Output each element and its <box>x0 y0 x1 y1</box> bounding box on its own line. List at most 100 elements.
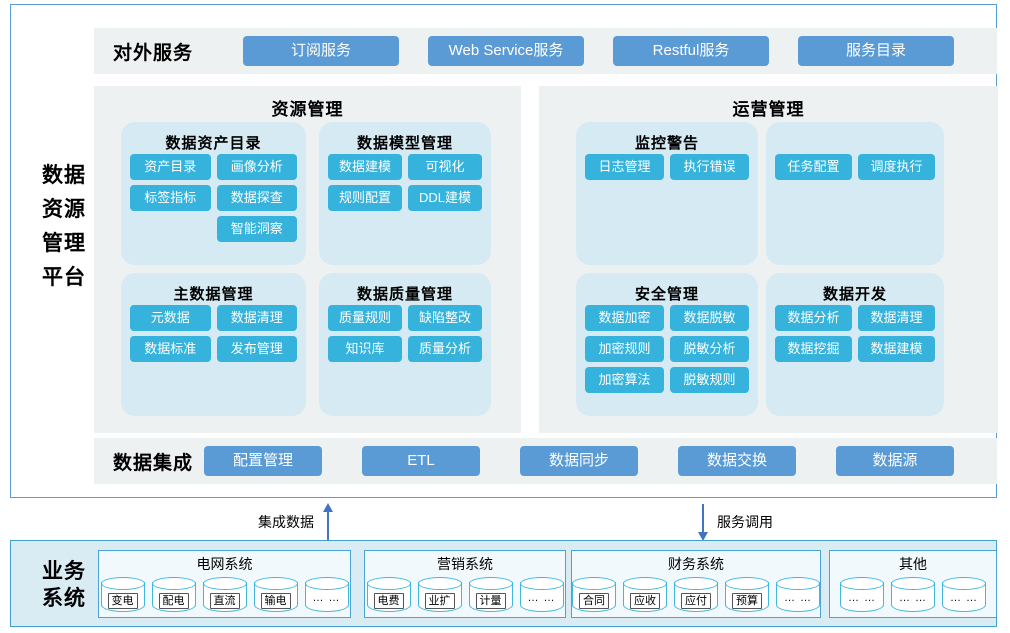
database-label: 计量 <box>475 593 506 609</box>
service-call-flow-label: 服务调用 <box>717 514 773 530</box>
database-cylinder-icon: … … <box>304 577 349 613</box>
database-label: … … <box>527 592 556 604</box>
subpanel-task-scheduling: 任务配置调度执行 <box>766 122 944 265</box>
external-service-button[interactable]: 服务目录 <box>798 36 955 66</box>
module-button[interactable]: 调度执行 <box>858 154 935 180</box>
system-box-other: 其他 … … … … … … <box>829 550 997 618</box>
database-label: 业扩 <box>424 593 455 609</box>
module-button[interactable]: 智能洞察 <box>216 216 297 242</box>
module-button[interactable]: DDL建模 <box>408 185 482 211</box>
subpanel-master-data-management: 主数据管理 元数据数据清理数据标准发布管理 <box>121 273 306 416</box>
platform-title-line: 管理 <box>42 232 86 255</box>
integration-button[interactable]: 数据交换 <box>678 446 797 476</box>
database-label: 应付 <box>681 593 711 609</box>
database-label: 应收 <box>630 593 660 609</box>
subpanel-monitoring-alerts: 监控警告 日志管理执行错误 <box>576 122 758 265</box>
module-button[interactable]: 发布管理 <box>216 336 297 362</box>
resource-management-section: 资源管理 数据资产目录 资产目录画像分析标签指标数据探查智能洞察 数据模型管理 … <box>94 86 521 433</box>
system-box-power-grid: 电网系统 变电配电直流输电… … <box>98 550 351 618</box>
module-button[interactable]: 规则配置 <box>328 185 402 211</box>
module-button[interactable]: 脱敏分析 <box>670 336 749 362</box>
integration-button[interactable]: 配置管理 <box>204 446 323 476</box>
operation-management-section: 运营管理 监控警告 日志管理执行错误 任务配置调度执行 安全管理 数据加密数据脱… <box>539 86 998 433</box>
module-button[interactable]: 知识库 <box>328 336 402 362</box>
business-systems-title-line: 业务 <box>42 560 86 583</box>
database-cylinder-icon: 应收 <box>623 577 667 613</box>
database-cylinder-icon: 合同 <box>572 577 616 613</box>
system-box-finance: 财务系统 合同应收应付预算… … <box>571 550 821 618</box>
module-button[interactable]: 标签指标 <box>130 185 211 211</box>
subpanel-buttons: 元数据数据清理数据标准发布管理 <box>121 303 306 362</box>
data-integration-row: 数据集成 配置管理 ETL 数据同步 数据交换 数据源 <box>94 438 997 484</box>
integration-data-flow-label: 集成数据 <box>258 514 314 530</box>
database-cylinder-icon: 预算 <box>725 577 769 613</box>
subpanel-title: 安全管理 <box>634 286 699 303</box>
module-button[interactable]: 数据加密 <box>585 305 664 331</box>
module-button[interactable]: 执行错误 <box>670 154 749 180</box>
module-button[interactable]: 加密规则 <box>585 336 664 362</box>
database-label: 预算 <box>732 593 762 609</box>
module-button[interactable]: 数据分析 <box>775 305 852 331</box>
database-label: … … <box>783 592 813 604</box>
external-services-buttons: 订阅服务 Web Service服务 Restful服务服务目录 <box>243 36 955 66</box>
integration-button[interactable]: 数据同步 <box>520 446 639 476</box>
system-box-title: 其他 <box>899 556 927 572</box>
module-button[interactable]: 元数据 <box>130 305 211 331</box>
service-call-flow: 服务调用 <box>697 503 773 541</box>
module-button[interactable]: 数据标准 <box>130 336 211 362</box>
module-button[interactable]: 数据清理 <box>858 305 935 331</box>
subpanel-buttons: 任务配置调度执行 <box>766 152 944 180</box>
module-button[interactable]: 日志管理 <box>585 154 664 180</box>
module-button[interactable]: 数据挖掘 <box>775 336 852 362</box>
external-service-button[interactable]: Restful服务 <box>613 36 770 66</box>
module-button[interactable]: 数据建模 <box>858 336 935 362</box>
subpanel-buttons: 数据加密数据脱敏加密规则脱敏分析加密算法脱敏规则 <box>576 303 758 393</box>
platform-title-line: 平台 <box>42 266 86 289</box>
database-label: … … <box>898 592 928 604</box>
database-cylinder-icon: 电费 <box>366 577 411 613</box>
external-services-label: 对外服务 <box>113 42 194 64</box>
database-row: … … … … … … <box>830 577 996 613</box>
business-systems-title-line: 系统 <box>42 587 86 610</box>
integration-button[interactable]: ETL <box>362 446 481 476</box>
database-cylinder-icon: … … <box>840 577 884 613</box>
database-label: … … <box>312 592 341 604</box>
module-button[interactable]: 数据建模 <box>328 154 402 180</box>
subpanel-buttons: 日志管理执行错误 <box>576 152 758 180</box>
module-button[interactable]: 数据脱敏 <box>670 305 749 331</box>
external-service-button[interactable]: 订阅服务 <box>243 36 400 66</box>
database-label: 变电 <box>107 593 138 609</box>
module-button[interactable]: 数据探查 <box>216 185 297 211</box>
subpanel-title <box>766 122 944 152</box>
subpanel-buttons: 资产目录画像分析标签指标数据探查智能洞察 <box>121 152 306 242</box>
external-services-row: 对外服务 订阅服务 Web Service服务 Restful服务服务目录 <box>94 28 997 74</box>
subpanel-buttons: 质量规则缺陷整改知识库质量分析 <box>319 303 491 362</box>
module-button[interactable]: 缺陷整改 <box>408 305 482 331</box>
database-row: 电费 业扩 计量 … … <box>365 577 565 613</box>
business-systems-title: 业务 系统 <box>33 558 95 612</box>
database-label: 电费 <box>373 593 404 609</box>
subpanel-data-asset-catalog: 数据资产目录 资产目录画像分析标签指标数据探查智能洞察 <box>121 122 306 265</box>
subpanel-security-management: 安全管理 数据加密数据脱敏加密规则脱敏分析加密算法脱敏规则 <box>576 273 758 416</box>
database-cylinder-icon: … … <box>519 577 564 613</box>
module-button[interactable]: 质量分析 <box>408 336 482 362</box>
database-row: 变电配电直流输电… … <box>99 577 350 613</box>
subpanel-data-development: 数据开发 数据分析数据清理数据挖掘数据建模 <box>766 273 944 416</box>
module-button[interactable]: 资产目录 <box>130 154 211 180</box>
data-integration-buttons: 配置管理 ETL 数据同步 数据交换 数据源 <box>204 446 955 476</box>
data-integration-label: 数据集成 <box>113 452 194 474</box>
module-button[interactable]: 加密算法 <box>585 367 664 393</box>
module-button[interactable]: 数据清理 <box>216 305 297 331</box>
external-service-button[interactable]: Web Service服务 <box>428 36 585 66</box>
database-cylinder-icon: 配电 <box>151 577 196 613</box>
module-button[interactable]: 可视化 <box>408 154 482 180</box>
integration-button[interactable]: 数据源 <box>836 446 955 476</box>
business-systems-container: 业务 系统 电网系统 变电配电直流输电… … 营销系统 电费业扩计量… … 财务… <box>10 540 997 627</box>
module-button[interactable]: 质量规则 <box>328 305 402 331</box>
database-cylinder-icon: … … <box>891 577 935 613</box>
module-button[interactable]: 画像分析 <box>216 154 297 180</box>
module-button[interactable]: 任务配置 <box>775 154 852 180</box>
module-button[interactable]: 脱敏规则 <box>670 367 749 393</box>
database-cylinder-icon: … … <box>942 577 986 613</box>
